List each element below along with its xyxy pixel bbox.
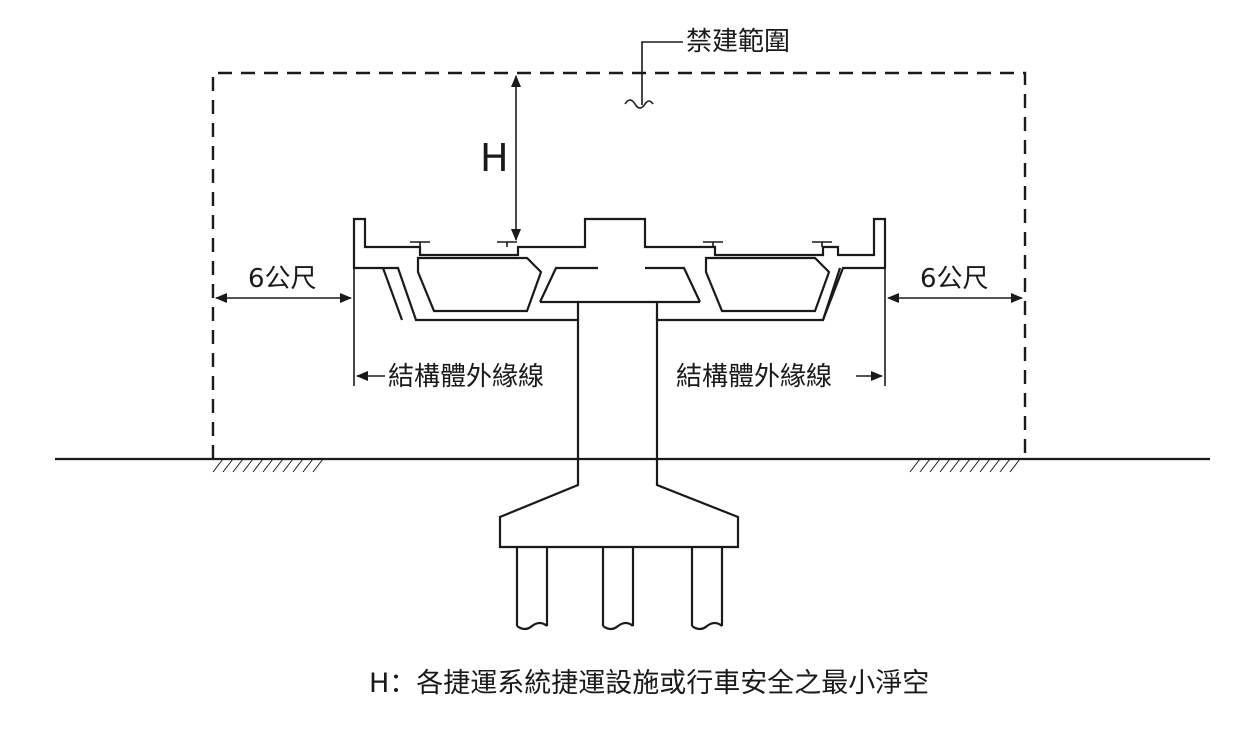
elevated-deck-structure — [352, 217, 887, 549]
ground-hatch-left — [212, 458, 324, 473]
foundation-piles — [515, 547, 724, 631]
right-edge-label: 結構體外緣線 — [676, 362, 832, 392]
ground-hatch-right — [909, 458, 1021, 473]
no-build-zone-boundary — [211, 71, 1027, 459]
footnote: H：各捷運系統捷運設施或行車安全之最小淨空 — [369, 668, 929, 699]
left-edge-label: 結構體外緣線 — [388, 362, 544, 392]
zone-label-leader — [641, 41, 683, 105]
no-build-zone-label: 禁建範圍 — [686, 27, 790, 57]
height-symbol: H — [480, 136, 509, 180]
right-distance-label: 6公尺 — [920, 264, 989, 294]
zone-break-mark — [624, 99, 654, 109]
left-distance-label: 6公尺 — [248, 264, 317, 294]
